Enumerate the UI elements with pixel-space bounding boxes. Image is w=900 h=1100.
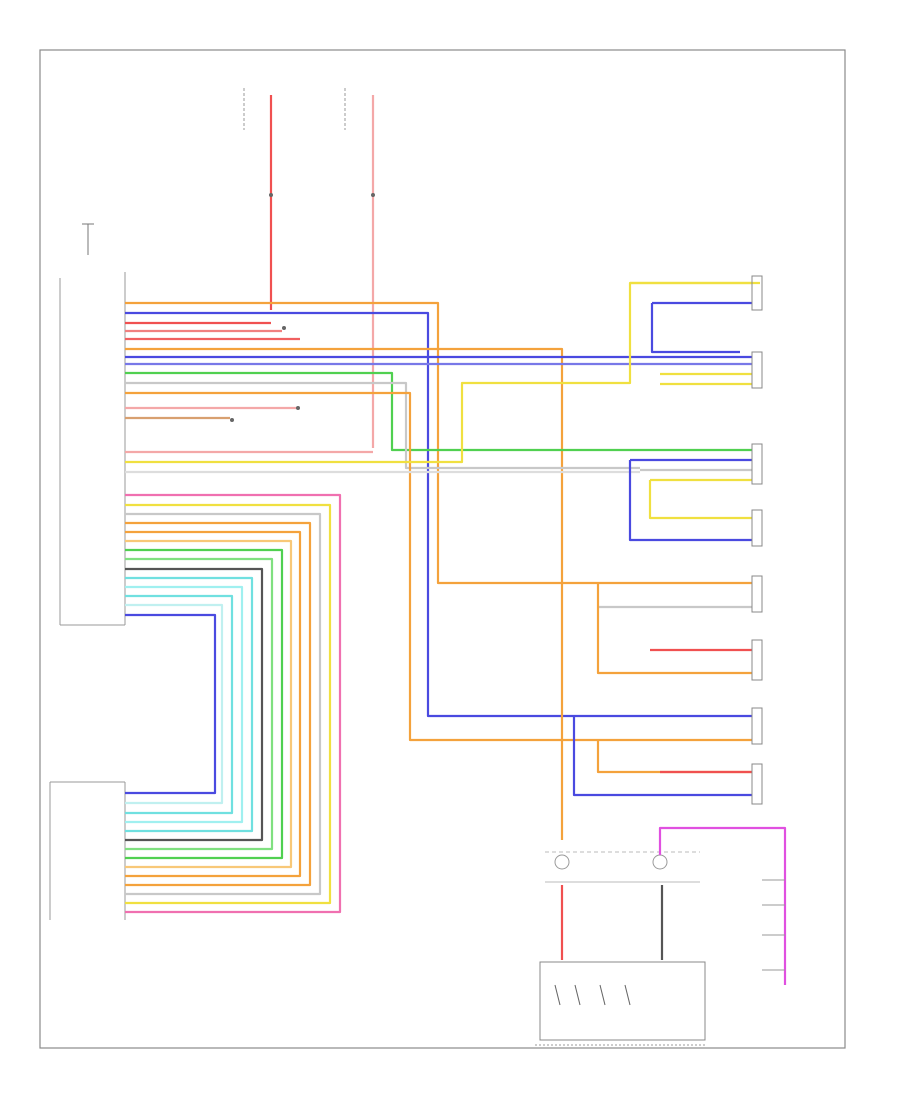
- wire-pink-changer: [125, 493, 342, 914]
- lr-amp-symbol: [751, 639, 763, 681]
- rr-amp-symbol: [751, 763, 763, 805]
- wire-rr-amp-orange: [596, 740, 752, 774]
- remote-switch-box: [539, 961, 706, 1041]
- wire-orange-ground: [125, 347, 564, 840]
- wire-orange1-changer: [125, 521, 312, 887]
- wire-orange2-changer: [125, 530, 302, 878]
- bottom-section: [535, 826, 787, 1046]
- top-feed-right: [344, 88, 375, 448]
- wire-blue-changer: [125, 613, 217, 795]
- disc-changer-unit: [49, 781, 126, 920]
- wire-orange-lr-speaker: [125, 301, 752, 585]
- wire-blue-rr-speaker: [125, 311, 752, 718]
- wire-green1-changer: [125, 548, 284, 860]
- speaker-symbols: [751, 275, 763, 805]
- wire-green2-changer: [125, 557, 274, 851]
- wire-gray-changer: [125, 512, 322, 896]
- wire-black-changer: [125, 567, 264, 842]
- radio-wire-group-lower: [125, 493, 342, 914]
- wire-gray-rf-door: [125, 381, 640, 470]
- antenna: [82, 223, 94, 255]
- rf-door-speaker-symbol: [751, 443, 763, 485]
- wire-yellow-changer: [125, 503, 332, 905]
- wire-cyan4-changer: [125, 603, 224, 805]
- rr-speaker-symbol: [751, 707, 763, 745]
- rf-tweeter-symbol: [751, 509, 763, 547]
- wire-green-rf-door: [125, 371, 640, 452]
- top-feed-left: [243, 88, 273, 310]
- wire-cyan1-changer: [125, 576, 254, 833]
- speaker-wiring: [572, 281, 752, 797]
- radio-wire-group-upper: [125, 281, 760, 840]
- wire-cyan2-changer: [125, 585, 244, 824]
- wire-rf-tweeter-1: [648, 480, 752, 520]
- wire-magenta-steering: [658, 826, 787, 985]
- lr-speaker-symbol: [751, 575, 763, 613]
- diagram-frame: [39, 49, 846, 1049]
- wire-lightorange-changer: [125, 539, 293, 869]
- wire-cyan3-changer: [125, 594, 234, 815]
- lf-door-speaker-symbol: [751, 351, 763, 389]
- radio-unit: [59, 272, 126, 626]
- lf-tweeter-symbol: [751, 275, 763, 311]
- wire-orange-rr-amp: [125, 391, 752, 742]
- wire-rr-amp-blue: [572, 716, 752, 797]
- wire-rf-tweeter-2: [628, 460, 752, 542]
- wire-blue-lf-tweeter-drop: [650, 303, 740, 354]
- wire-lr-amp-2: [596, 583, 752, 675]
